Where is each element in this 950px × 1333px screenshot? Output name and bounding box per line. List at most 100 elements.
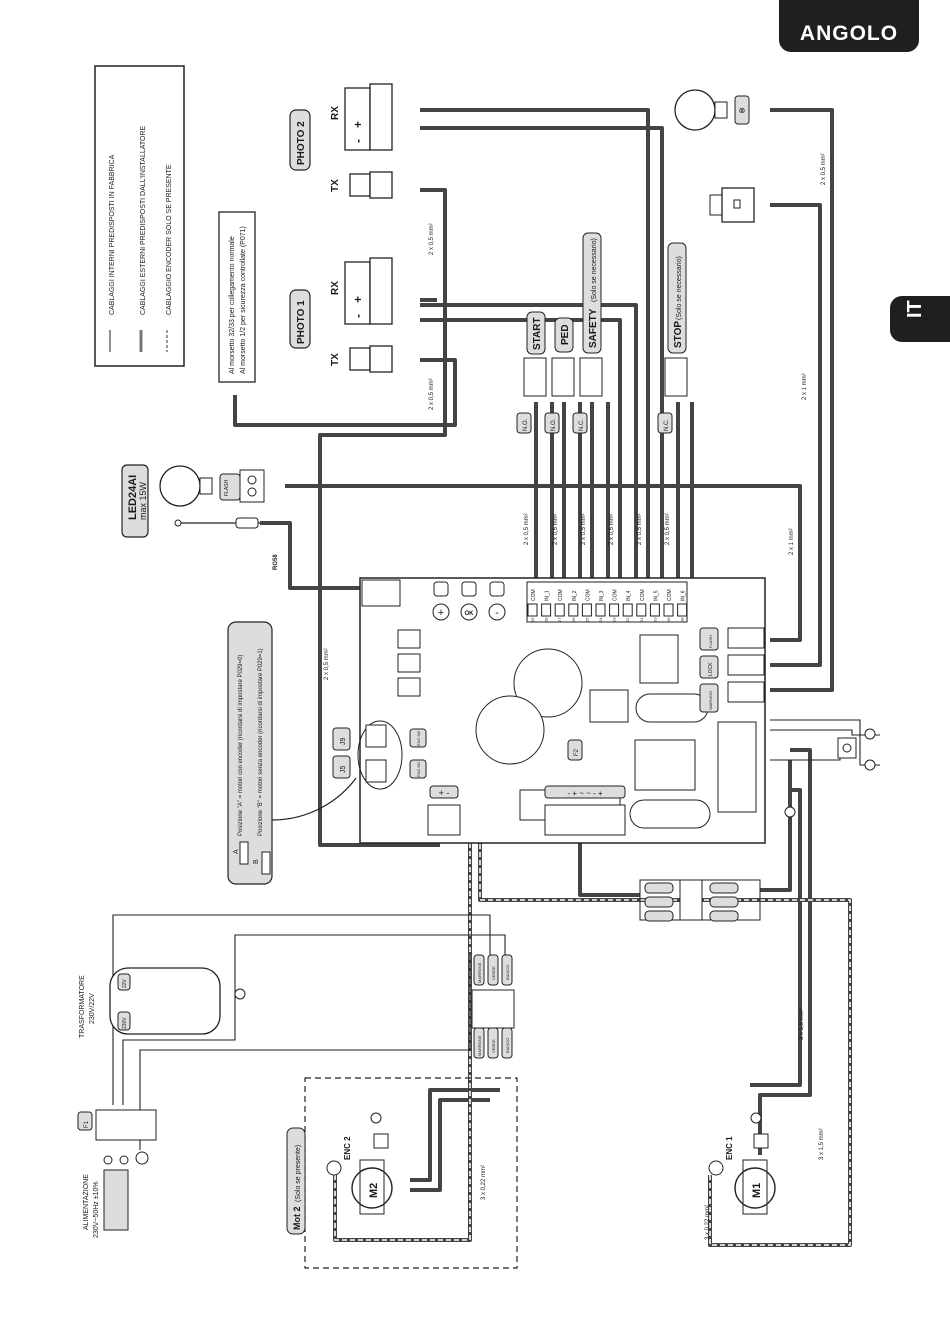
terminal-label-2: COM — [558, 589, 564, 601]
board-button-ok: OK — [465, 611, 475, 617]
wire-brown-bottom: MARRONE — [477, 1035, 482, 1056]
cable-in3: 2 x 0,5 mm² — [581, 513, 587, 545]
photo2-label: PHOTO 2 — [296, 121, 307, 165]
j5-label: J5 — [340, 766, 347, 774]
photo2-rx-plus: + — [351, 121, 365, 128]
warning-lamp: ⊗ — [674, 89, 750, 131]
cable-lock: 2 x 1 mm² — [802, 373, 808, 400]
photo2-rx-minus: - — [351, 139, 365, 143]
enc2-label: ENC 2 — [343, 1136, 352, 1160]
cable-m1-power: 3 x 1,5 mm² — [799, 1008, 805, 1040]
fuse-f1: F1 — [84, 1120, 90, 1128]
section-tab-angolo: ANGOLO — [779, 0, 919, 52]
photo2-rx-label: RX — [330, 106, 341, 120]
photo1-rx-label: RX — [330, 281, 341, 295]
encoder-position-a: Posizione "A" = motori con encoder (rico… — [238, 655, 244, 836]
cable-in2: 2 x 0,5 mm² — [553, 513, 559, 545]
legend-box: CABLAGGI INTERNI PREDISPOSTI IN FABBRICA… — [94, 65, 185, 367]
enc-m1-label: ENC M1 — [416, 761, 421, 777]
terminal-label-6: COM — [613, 589, 619, 601]
motor-capacitor-bridge — [639, 879, 761, 922]
supply-line1: ALIMENTAZIONE — [83, 1174, 90, 1230]
terminal-screw-9 — [649, 603, 660, 617]
safety-nc: N.C. — [579, 419, 585, 431]
encoder-position-note: Posizione "A" = motori con encoder (rico… — [227, 621, 357, 885]
board-button-plus: + — [438, 607, 444, 619]
wire-white-top: BIANCO — [505, 965, 510, 980]
terminal-screw-6 — [609, 603, 620, 617]
cable-in4: 2 x 0,5 mm² — [609, 513, 615, 545]
terminal-screw-4 — [581, 603, 592, 617]
transformer-title: TRASFORMATORE — [79, 975, 86, 1038]
terminal-number-11: 18 — [680, 617, 685, 622]
terminal-screw-10 — [663, 603, 674, 617]
terminal-screw-3 — [568, 603, 579, 617]
board-button-minus: - — [495, 607, 499, 619]
control-board: + OK - J9 J5 ENC M2 ENC M1 F2 — [332, 577, 766, 844]
lock-device — [709, 187, 755, 223]
stop-label: STOP — [673, 321, 684, 348]
input-cable-labels: 2 x 0,5 mm² 2 x 0,5 mm² 2 x 0,5 mm² 2 x … — [273, 153, 827, 1240]
wire-green-top: VERDE — [491, 966, 496, 980]
legend-installer: CABLAGGI ESTERNI PREDISPOSTI DALL'INSTAL… — [140, 125, 147, 315]
flash-lamp: LED24AI max 15W FLASH — [121, 464, 265, 538]
photo2-badge: PHOTO 2 — [289, 109, 311, 171]
legend-factory: CABLAGGI INTERNI PREDISPOSTI IN FABBRICA — [109, 154, 116, 315]
cable-flash-out: 2 x 1 mm² — [789, 528, 795, 555]
terminal-note-line2: Al morsetto 1/2 per sicurezza controllat… — [240, 226, 247, 374]
start-label: START — [532, 317, 543, 350]
cable-photo2: 2 x 0,5 mm² — [429, 223, 435, 255]
input-safety: SAFETY (Solo se necessario) N.C. — [572, 232, 603, 434]
warning-lamp-icon: ⊗ — [739, 106, 746, 115]
terminal-screw-8 — [636, 603, 647, 617]
photo1-tx-label: TX — [330, 353, 341, 366]
cable-rg58: RG58 — [273, 554, 279, 570]
terminal-number-7: 22 — [625, 617, 630, 622]
photo2-rx-device: - + RX — [330, 83, 393, 151]
stop-note: (Solo se necessario) — [676, 256, 683, 320]
cable-m2-enc: 3 x 0,22 mm² — [481, 1165, 487, 1200]
photo2-tx-label: TX — [330, 179, 341, 192]
terminal-note: Al morsetto 32/33 per collegamento norma… — [218, 211, 256, 383]
cable-main: 2 x 0,5 mm² — [324, 648, 330, 680]
terminal-number-1: 28 — [544, 617, 549, 622]
out-flash: FLASH — [708, 635, 713, 648]
input-stop: STOP (Solo se necessario) N.C. — [657, 242, 688, 434]
terminal-screw-2 — [554, 603, 565, 617]
terminal-number-5: 24 — [598, 617, 603, 622]
terminal-label-10: COM — [667, 589, 673, 601]
enc1-label: ENC 1 — [725, 1136, 734, 1160]
ped-no: N.O. — [551, 418, 557, 431]
j9-label: J9 — [340, 738, 347, 746]
terminal-number-9: 20 — [652, 617, 657, 622]
power-supply: F1 ALIMENTAZIONE 230V~50Hz ±10% — [77, 1109, 157, 1238]
out-warning: WARNING — [708, 691, 713, 710]
terminal-label-0: COM — [531, 589, 537, 601]
photo1-label: PHOTO 1 — [296, 300, 307, 344]
terminal-screw-11 — [677, 603, 688, 617]
section-title: ANGOLO — [799, 22, 899, 45]
encoder-pos-label-a: A — [233, 849, 240, 854]
flash-name: LED24AI — [127, 475, 139, 520]
terminal-label-3: IN_2 — [572, 590, 578, 601]
enc-m2-label: ENC M2 — [416, 730, 421, 746]
terminal-screw-1 — [541, 603, 552, 617]
language-tab: IT — [890, 296, 950, 342]
transformer: 22V 230V TRASFORMATORE 230V/22V — [79, 967, 246, 1038]
terminal-number-10: 19 — [666, 617, 671, 622]
input-ped: PED N.O. — [544, 317, 575, 434]
flash-tag: FLASH — [224, 479, 230, 496]
terminal-screw-0 — [527, 603, 538, 617]
encoder-position-b: Posizione "B" = motori senza encoder (ri… — [258, 648, 264, 836]
cable-m1-motor: 3 x 1,5 mm² — [819, 1128, 825, 1160]
terminal-label-1: IN_1 — [545, 590, 551, 601]
input-start: START N.O. — [516, 311, 547, 434]
terminal-number-2: 27 — [557, 617, 562, 622]
terminal-number-3: 26 — [571, 617, 576, 622]
out-lock: LOCK — [708, 662, 714, 676]
photo1-rx-plus: + — [351, 296, 365, 303]
cable-in1: 2 x 0,5 mm² — [524, 513, 530, 545]
terminal-label-7: IN_4 — [626, 590, 632, 601]
